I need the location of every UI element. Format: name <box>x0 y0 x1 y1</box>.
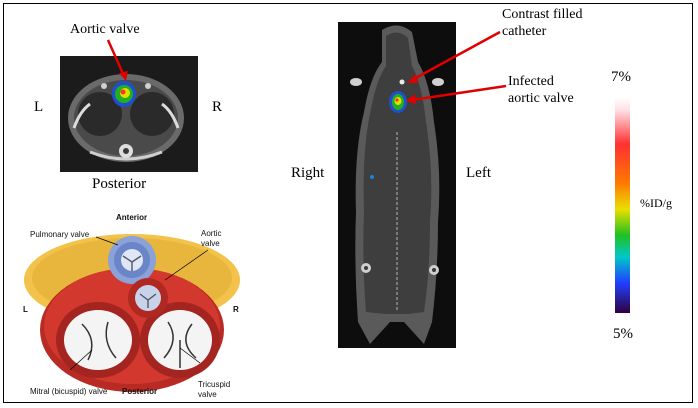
heart-posterior-label: Posterior <box>122 387 158 396</box>
coronal-left-label: Left <box>466 165 491 181</box>
axial-ct-image <box>60 56 198 172</box>
axial-aortic-valve-label: Aortic valve <box>70 22 140 37</box>
colorbar-min-label: 5% <box>613 326 633 342</box>
pulmonary-valve-label: Pulmonary valve <box>30 230 90 239</box>
coronal-arrows <box>406 30 507 104</box>
axial-posterior-label: Posterior <box>92 176 147 192</box>
heart-right-label: R <box>233 305 239 314</box>
colorbar-max-label: 7% <box>611 69 631 85</box>
axial-left-label: L <box>34 99 44 115</box>
coronal-ct-image <box>338 22 456 348</box>
heart-anterior-label: Anterior <box>116 213 148 222</box>
colorbar <box>615 97 630 313</box>
colorbar-unit-label: %ID/g <box>640 196 672 210</box>
aortic-valve-label: Aortic valve <box>201 229 222 248</box>
heart-leader-lines <box>69 236 209 371</box>
coronal-right-label: Right <box>291 165 325 181</box>
heart-diagram <box>18 212 246 402</box>
heart-left-label: L <box>23 305 28 314</box>
axial-right-label: R <box>212 99 223 115</box>
infected-valve-annotation: Infected aortic valve <box>508 74 574 106</box>
axial-arrow-icon <box>106 39 128 81</box>
valve-arrow-icon <box>411 84 507 102</box>
catheter-arrow-icon <box>411 30 501 82</box>
catheter-annotation: Contrast filled catheter <box>502 7 583 39</box>
tricuspid-valve-label: Tricuspid valve <box>198 380 231 399</box>
mitral-valve-label: Mitral (bicuspid) valve <box>30 387 108 396</box>
figure-frame <box>3 3 693 403</box>
